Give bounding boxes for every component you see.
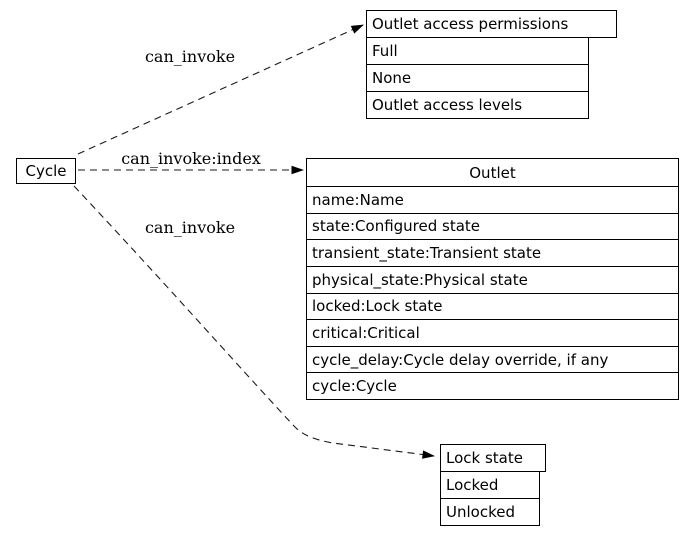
table-row: name:Name xyxy=(307,186,678,213)
table-row: state:Configured state xyxy=(307,212,678,240)
edge-can-invoke-to-permissions xyxy=(77,24,364,155)
table-row: Locked xyxy=(440,471,540,499)
table-row: locked:Lock state xyxy=(307,292,678,320)
node-outlet-title: Outlet xyxy=(469,163,516,182)
table-row: critical:Critical xyxy=(307,319,678,346)
table-row: physical_state:Physical state xyxy=(307,265,678,293)
table-row: Full xyxy=(366,37,589,65)
node-cycle: Cycle xyxy=(16,158,76,184)
node-cycle-label: Cycle xyxy=(25,162,67,180)
table-row: transient_state:Transient state xyxy=(307,239,678,266)
edge-label-can-invoke-lock-state: can_invoke xyxy=(144,218,236,237)
table-row: Outlet access levels xyxy=(366,91,589,119)
table-row: Unlocked xyxy=(440,498,540,526)
edge-label-can-invoke-index: can_invoke:index xyxy=(121,149,261,168)
table-row: cycle:Cycle xyxy=(307,372,678,399)
edge-label-can-invoke-permissions: can_invoke xyxy=(144,47,236,66)
table-row: None xyxy=(366,64,589,92)
node-outlet-access-permissions-title: Outlet access permissions xyxy=(366,10,617,38)
node-lock-state-title: Lock state xyxy=(440,444,546,472)
table-row: cycle_delay:Cycle delay override, if any xyxy=(307,345,678,373)
